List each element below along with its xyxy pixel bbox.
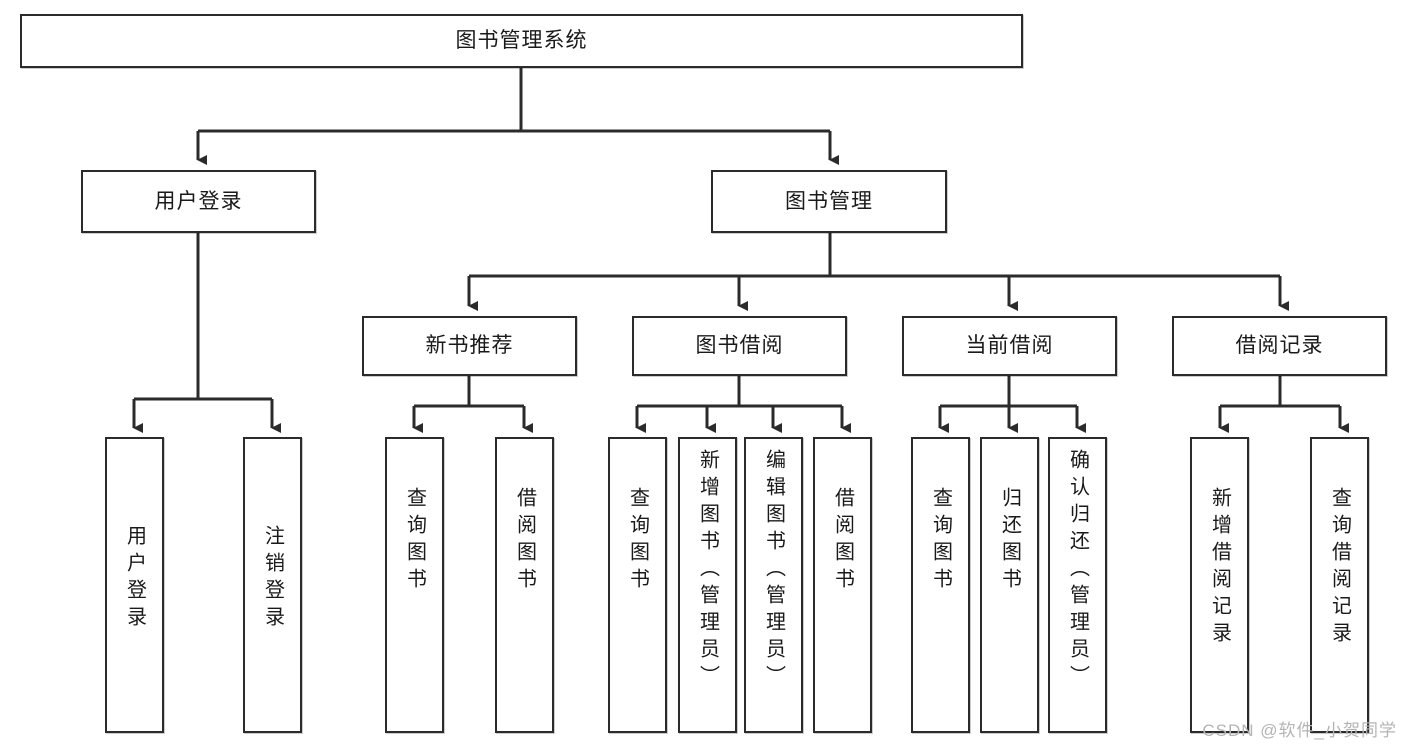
node-label: 借阅图书 (513, 487, 536, 595)
node-label: 编辑图书（管理员） (762, 449, 785, 692)
node-leaf-query-borrow-record[interactable]: 查询借阅记录 (1310, 437, 1369, 733)
node-label: 图书借阅 (695, 334, 784, 358)
node-leaf-confirm-return-admin[interactable]: 确认归还（管理员） (1048, 437, 1107, 733)
node-label: 新增借阅记录 (1208, 487, 1231, 649)
node-label: 当前借阅 (965, 334, 1054, 358)
node-leaf-borrow-book-newbook[interactable]: 借阅图书 (495, 437, 554, 733)
node-label: 图书管理 (785, 189, 873, 213)
node-book-management[interactable]: 图书管理 (711, 170, 947, 233)
csdn-watermark: CSDN @软件_小贺同学 (1202, 721, 1397, 740)
node-label: 查询图书 (929, 487, 952, 595)
node-root-library-management-system[interactable]: 图书管理系统 (20, 14, 1023, 68)
node-label: 新增图书（管理员） (696, 449, 719, 692)
node-leaf-return-book[interactable]: 归还图书 (980, 437, 1039, 733)
node-book-borrowing[interactable]: 图书借阅 (632, 316, 847, 376)
node-leaf-add-book-admin[interactable]: 新增图书（管理员） (678, 437, 737, 733)
node-leaf-edit-book-admin[interactable]: 编辑图书（管理员） (744, 437, 803, 733)
node-leaf-query-book-current[interactable]: 查询图书 (911, 437, 970, 733)
node-leaf-query-book-borrow[interactable]: 查询图书 (608, 437, 667, 733)
node-current-borrowing[interactable]: 当前借阅 (902, 316, 1117, 376)
node-label: 查询图书 (626, 487, 649, 595)
node-label: 注销登录 (261, 525, 284, 633)
node-label: 图书管理系统 (455, 29, 588, 53)
node-new-book-recommendation[interactable]: 新书推荐 (362, 316, 577, 376)
node-label: 确认归还（管理员） (1066, 449, 1089, 692)
node-borrowing-records[interactable]: 借阅记录 (1172, 316, 1387, 376)
node-label: 查询图书 (403, 487, 426, 595)
node-leaf-query-book-newbook[interactable]: 查询图书 (385, 437, 444, 733)
node-label: 新书推荐 (425, 334, 514, 358)
node-label: 借阅图书 (831, 487, 854, 595)
node-label: 借阅记录 (1235, 334, 1324, 358)
node-label: 归还图书 (998, 487, 1021, 595)
node-leaf-add-borrow-record[interactable]: 新增借阅记录 (1190, 437, 1249, 733)
node-label: 查询借阅记录 (1328, 487, 1351, 649)
node-label: 用户登录 (123, 525, 146, 633)
node-user-login[interactable]: 用户登录 (81, 170, 316, 233)
node-leaf-logout[interactable]: 注销登录 (243, 437, 302, 733)
node-leaf-user-login[interactable]: 用户登录 (105, 437, 164, 733)
node-leaf-borrow-book[interactable]: 借阅图书 (813, 437, 872, 733)
node-label: 用户登录 (154, 189, 243, 213)
